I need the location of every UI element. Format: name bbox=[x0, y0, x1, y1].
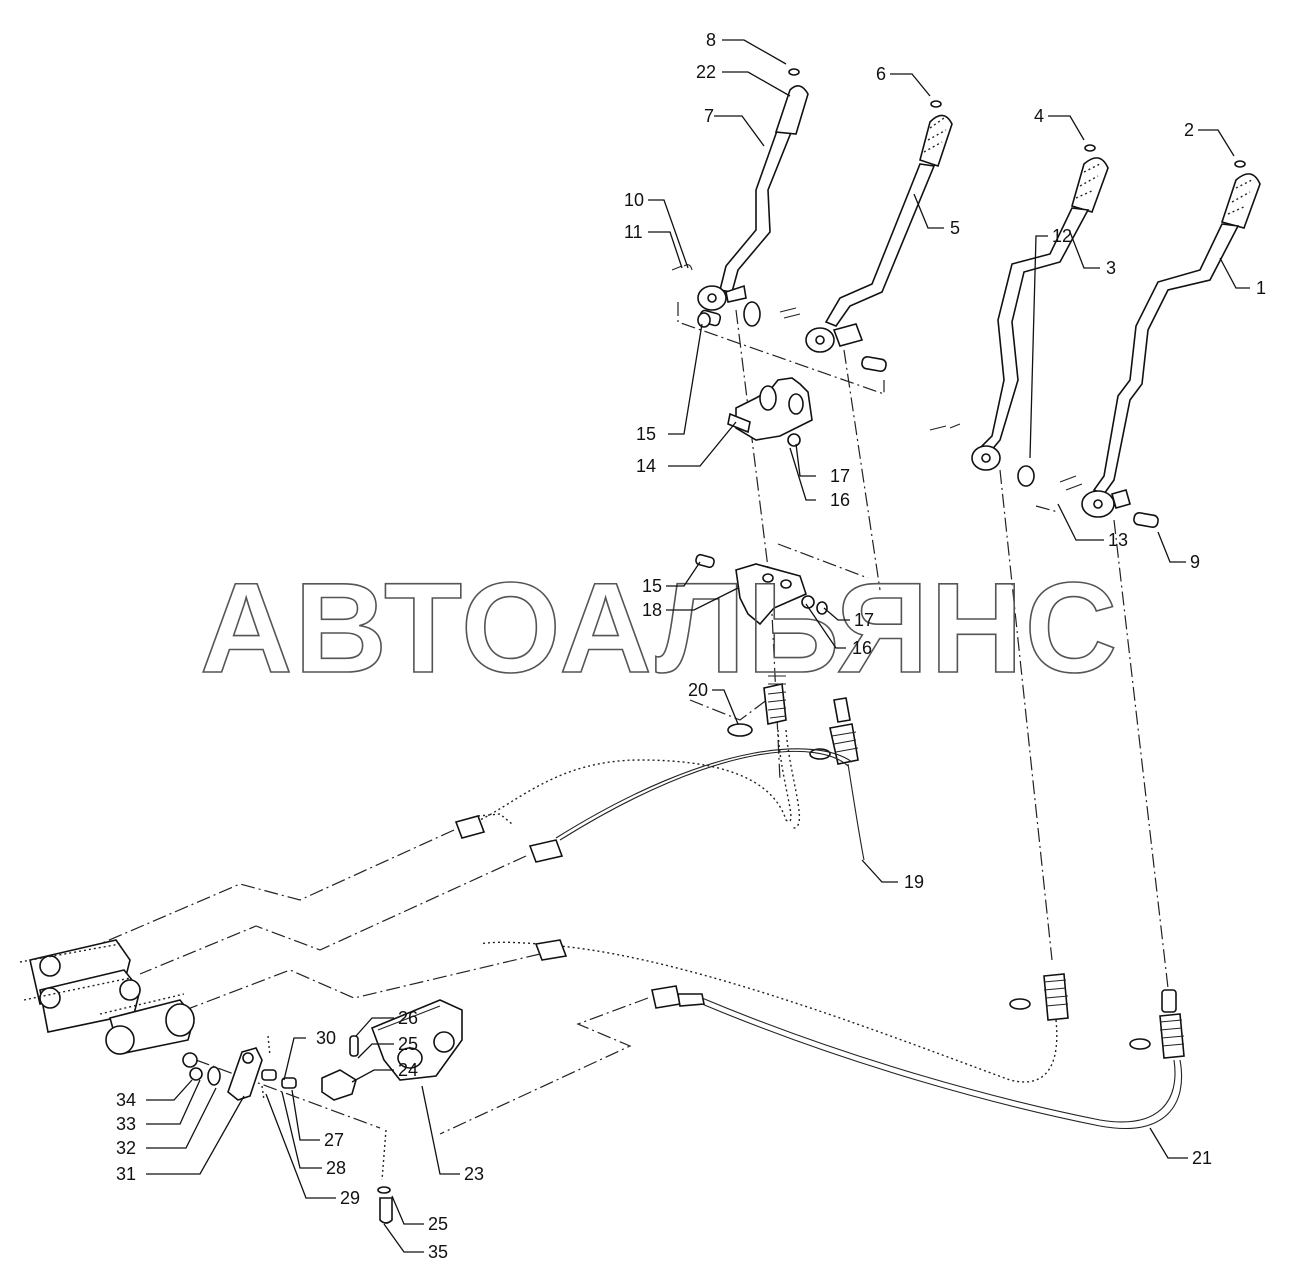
callout-11: 11 bbox=[624, 222, 643, 242]
cable-21 bbox=[479, 939, 1185, 1129]
callout-labels: 8 22 7 6 4 2 5 3 1 10 11 12 13 9 15 14 1… bbox=[116, 30, 1266, 1262]
callout-21: 21 bbox=[1192, 1148, 1212, 1168]
callout-17: 17 bbox=[854, 610, 874, 630]
callout-14: 14 bbox=[636, 456, 656, 476]
callout-26: 26 bbox=[398, 1008, 418, 1028]
callout-4: 4 bbox=[1034, 106, 1044, 126]
lever-1 bbox=[1081, 173, 1261, 518]
callout-19: 19 bbox=[904, 872, 924, 892]
callout-29: 29 bbox=[340, 1188, 360, 1208]
callout-25: 25 bbox=[398, 1034, 418, 1054]
watermark-text: АВТОАЛЬЯНС bbox=[200, 557, 1119, 700]
callout-32: 32 bbox=[116, 1138, 136, 1158]
leader-lines bbox=[146, 39, 1250, 1253]
callout-9: 9 bbox=[1190, 552, 1200, 572]
callout-12: 12 bbox=[1052, 226, 1072, 246]
cable-19 bbox=[454, 675, 865, 863]
callout-16: 16 bbox=[852, 638, 872, 658]
callout-22: 22 bbox=[696, 62, 716, 82]
callout-25: 25 bbox=[428, 1214, 448, 1234]
callout-15: 15 bbox=[642, 576, 662, 596]
callout-27: 27 bbox=[324, 1130, 344, 1150]
lever-7 bbox=[697, 85, 809, 311]
callout-8: 8 bbox=[706, 30, 716, 50]
callout-35: 35 bbox=[428, 1242, 448, 1262]
lever-3 bbox=[971, 157, 1109, 471]
callout-10: 10 bbox=[624, 190, 644, 210]
callout-3: 3 bbox=[1106, 258, 1116, 278]
callout-7: 7 bbox=[704, 106, 714, 126]
bracket-14 bbox=[697, 309, 813, 447]
callout-18: 18 bbox=[642, 600, 662, 620]
control-valve-block bbox=[19, 939, 195, 1055]
callout-13: 13 bbox=[1108, 530, 1128, 550]
callout-23: 23 bbox=[464, 1164, 484, 1184]
callout-15: 15 bbox=[636, 424, 656, 444]
callout-33: 33 bbox=[116, 1114, 136, 1134]
callout-24: 24 bbox=[398, 1060, 418, 1080]
callout-16: 16 bbox=[830, 490, 850, 510]
bracket-18 bbox=[695, 553, 828, 626]
lever-5 bbox=[805, 114, 953, 353]
callout-5: 5 bbox=[950, 218, 960, 238]
callout-2: 2 bbox=[1184, 120, 1194, 140]
callout-20: 20 bbox=[688, 680, 708, 700]
clip-parts bbox=[671, 68, 1246, 529]
callout-1: 1 bbox=[1256, 278, 1266, 298]
callout-34: 34 bbox=[116, 1090, 136, 1110]
callout-28: 28 bbox=[326, 1158, 346, 1178]
callout-17: 17 bbox=[830, 466, 850, 486]
valve-routing-lines bbox=[99, 829, 649, 1135]
linkage-assembly-23 bbox=[182, 999, 463, 1224]
callout-30: 30 bbox=[316, 1028, 336, 1048]
callout-6: 6 bbox=[876, 64, 886, 84]
callout-31: 31 bbox=[116, 1164, 136, 1184]
